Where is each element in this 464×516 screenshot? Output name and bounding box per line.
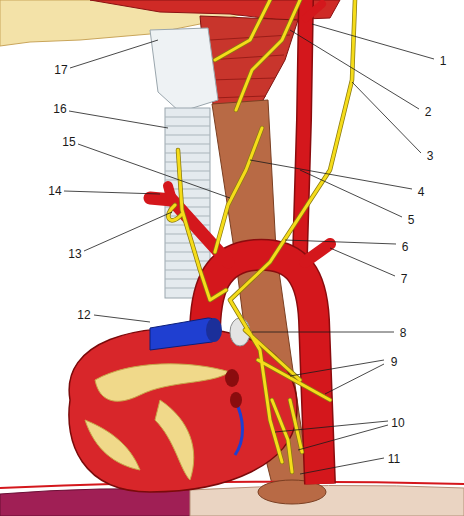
callout-number: 3 xyxy=(426,149,435,163)
callout-number: 12 xyxy=(76,308,91,322)
callout-number: 4 xyxy=(417,185,426,199)
vessel-opening xyxy=(230,392,242,408)
leader-line xyxy=(69,111,168,128)
leader-line xyxy=(300,170,402,217)
heart-fat xyxy=(95,364,230,401)
callout-number: 9 xyxy=(390,355,399,369)
subclavian-artery xyxy=(305,244,330,262)
cardiac-vein xyxy=(235,400,243,455)
diaphragm-muscle xyxy=(0,489,200,516)
leader-line xyxy=(94,315,150,322)
leader-line xyxy=(275,421,388,450)
tracheal-rings xyxy=(165,117,210,288)
vessel xyxy=(0,482,464,488)
vessel-opening xyxy=(225,369,239,387)
nerve-outline xyxy=(168,0,355,472)
larynx xyxy=(150,28,218,112)
leader-line xyxy=(285,240,396,244)
callout-number: 14 xyxy=(47,184,62,198)
callout-number: 5 xyxy=(407,213,416,227)
nerve xyxy=(168,0,355,472)
nerves xyxy=(168,0,355,472)
diaphragm xyxy=(190,485,464,516)
callout-number: 11 xyxy=(387,452,401,466)
callout-number: 2 xyxy=(424,105,433,119)
leader-line xyxy=(84,212,172,251)
leader-line xyxy=(70,40,158,68)
leader-line xyxy=(312,24,434,59)
leader-line xyxy=(290,30,419,109)
artery-branch xyxy=(168,186,172,200)
callout-number: 8 xyxy=(399,326,408,340)
leader-line xyxy=(300,458,384,474)
callout-number: 13 xyxy=(67,247,82,261)
leader-line xyxy=(330,248,395,276)
leader-line xyxy=(252,332,394,333)
leader-line xyxy=(290,360,384,394)
callout-number: 17 xyxy=(53,63,68,77)
callout-number: 1 xyxy=(439,54,448,68)
callout-number: 15 xyxy=(61,135,76,149)
callout-number: 10 xyxy=(390,416,405,430)
callout-number: 7 xyxy=(400,272,409,286)
heart-fat xyxy=(85,420,140,470)
leader-lines xyxy=(64,24,434,474)
heart-fat xyxy=(155,400,194,480)
leader-line xyxy=(78,144,230,198)
heart xyxy=(69,328,297,492)
vessel-opening xyxy=(206,318,222,342)
leader-line xyxy=(64,191,160,194)
artery-branch xyxy=(306,4,322,18)
leader-line xyxy=(352,82,421,153)
callout-number: 16 xyxy=(52,102,67,116)
callout-number: 6 xyxy=(401,240,410,254)
